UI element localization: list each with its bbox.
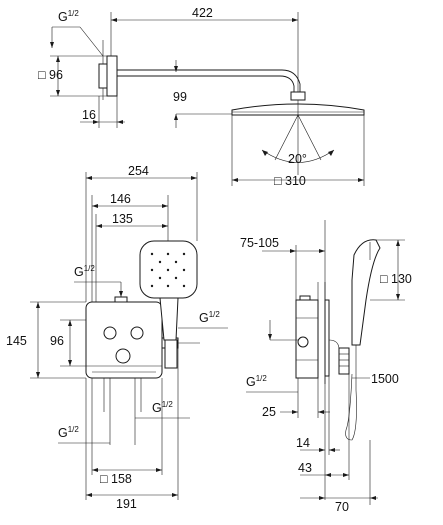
front-view: 254 146 135 G1/2 G1/2 145 — [6, 164, 228, 511]
concealed-box — [85, 301, 163, 379]
dim-14: 14 — [296, 436, 310, 450]
head-connector — [290, 91, 306, 101]
dim-angle-20: 20° — [288, 152, 307, 166]
holder-rail — [338, 347, 350, 375]
control-knob-1 — [103, 326, 117, 340]
dim-99: 99 — [173, 90, 187, 104]
dim-25: 25 — [262, 405, 276, 419]
dim-146: 146 — [110, 192, 131, 206]
dim-191: 191 — [116, 497, 137, 511]
thread-label: G1/2 — [58, 9, 79, 24]
dim-145: 145 — [6, 334, 27, 348]
shower-arm — [117, 69, 301, 92]
dim-135: 135 — [112, 212, 133, 226]
dim-422: 422 — [192, 6, 213, 20]
wall-flange — [106, 55, 118, 97]
dim-43: 43 — [298, 461, 312, 475]
thread-bottom-right-label: G1/2 — [152, 400, 173, 415]
dim-254: 254 — [128, 164, 149, 178]
hand-shower-handle — [159, 297, 179, 341]
spray-nozzles — [150, 252, 186, 288]
thread-side-label: G1/2 — [246, 374, 267, 389]
hand-shower-side — [351, 239, 381, 346]
thread-right-label: G1/2 — [199, 310, 220, 325]
side-view: 75-105 □ 130 G1/2 1500 25 14 — [240, 220, 412, 514]
top-view: 422 G1/2 □ 96 16 99 20° — [38, 6, 365, 188]
dim-96: 96 — [50, 334, 64, 348]
wall-plate — [98, 63, 108, 89]
dim-head-310: □ 310 — [274, 174, 306, 188]
hose — [345, 345, 357, 441]
dim-16: 16 — [82, 108, 96, 122]
dim-flange-96: □ 96 — [38, 68, 63, 82]
dim-70: 70 — [335, 500, 349, 514]
dim-158: □ 158 — [100, 472, 132, 486]
thread-top-label: G1/2 — [74, 264, 95, 279]
cover-plate — [324, 299, 330, 377]
control-knob-2 — [130, 326, 144, 340]
thread-bottom-left-label: G1/2 — [58, 425, 79, 440]
dim-hose-1500: 1500 — [371, 372, 399, 386]
dim-hand-130: □ 130 — [380, 272, 412, 286]
control-knob-3 — [115, 348, 131, 364]
dim-75-105: 75-105 — [240, 236, 279, 250]
